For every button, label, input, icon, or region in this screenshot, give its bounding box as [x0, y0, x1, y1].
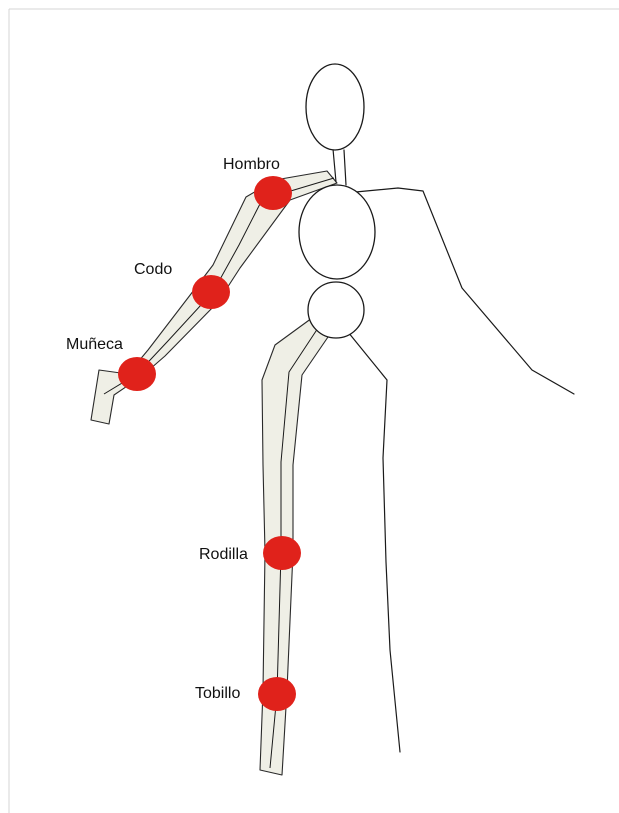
neck-line — [333, 149, 346, 185]
head-shape — [306, 64, 364, 150]
joint-hombro-marker — [254, 176, 292, 210]
joint-label-muneca: Muñeca — [66, 336, 123, 353]
torso-shape — [299, 185, 375, 279]
joint-muneca-marker — [118, 357, 156, 391]
joint-label-codo: Codo — [134, 261, 172, 278]
pelvis-shape — [308, 282, 364, 338]
joint-rodilla-marker — [263, 536, 301, 570]
joint-label-tobillo: Tobillo — [195, 685, 240, 702]
right-arm-outline — [345, 188, 574, 394]
joint-label-hombro: Hombro — [223, 156, 280, 173]
joint-label-rodilla: Rodilla — [199, 546, 248, 563]
joint-codo-marker — [192, 275, 230, 309]
right-leg-outline — [348, 332, 400, 752]
joint-tobillo-marker — [258, 677, 296, 711]
